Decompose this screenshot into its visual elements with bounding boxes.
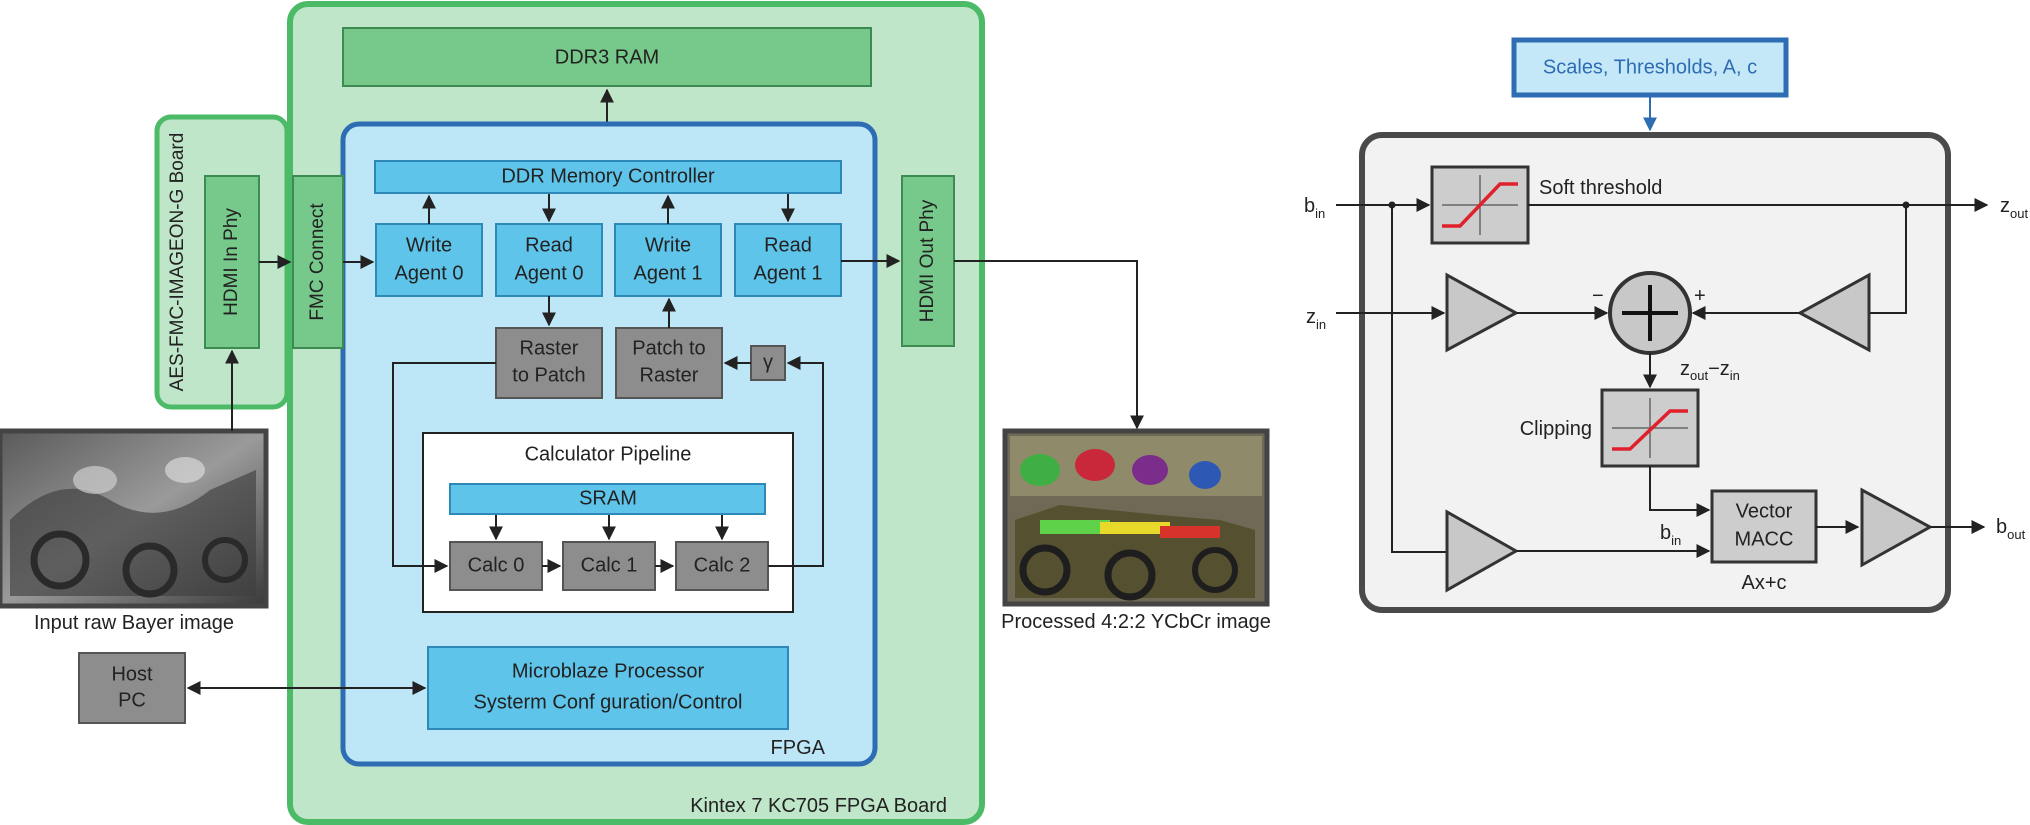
svg-text:Systerm Conf guration/Control: Systerm Conf guration/Control (473, 691, 742, 713)
vector-macc-block: Vector MACC (1710, 489, 1818, 564)
gain-zin (1445, 272, 1520, 353)
calc-2-block: Calc 2 (675, 541, 769, 591)
z-out-label: zout (2000, 195, 2028, 221)
agent-write-0: Write Agent 0 (375, 223, 483, 297)
svg-text:Read: Read (764, 234, 812, 256)
macc-bin-label: bin (1660, 522, 1681, 548)
hdmi-in-board-label: AES-FMC-IMAGEON-G Board (167, 133, 188, 392)
memory-controller-label: DDR Memory Controller (501, 165, 715, 187)
z-in-label: zin (1306, 306, 1326, 332)
svg-text:Host: Host (111, 663, 153, 685)
agent-read-1: Read Agent 1 (734, 223, 842, 297)
b-in-label: bin (1304, 195, 1325, 221)
calc-0-block: Calc 0 (449, 541, 543, 591)
clipping-label: Clipping (1520, 418, 1592, 440)
wire-bin-down (1391, 205, 1446, 553)
diff-label: zout−zin (1680, 358, 1740, 383)
gain-bin (1445, 509, 1520, 593)
arrow-hdmiout-image (954, 260, 1144, 430)
svg-text:Calc 0: Calc 0 (468, 554, 525, 576)
svg-text:Agent 0: Agent 0 (515, 262, 584, 284)
macc-expr: Ax+c (1741, 572, 1786, 594)
svg-text:Read: Read (525, 234, 573, 256)
sum-plus: + (1694, 285, 1706, 307)
hdmi-out-phy-label: HDMI Out Phy (917, 199, 938, 322)
loop-calc2-gamma (768, 356, 824, 567)
ddr3-ram-block (342, 27, 872, 87)
wire-clip-macc (1649, 466, 1711, 517)
fmc-connect-label: FMC Connect (307, 203, 328, 321)
svg-text:Vector: Vector (1736, 500, 1793, 522)
fmc-connect-block (292, 175, 344, 349)
fpga-label: FPGA (771, 737, 826, 759)
svg-text:Write: Write (645, 234, 691, 256)
svg-text:MACC: MACC (1735, 528, 1794, 550)
processed-image (1002, 428, 1270, 607)
summing-junction (1608, 271, 1692, 355)
svg-text:Calc 1: Calc 1 (581, 554, 638, 576)
output-caption: Processed 4:2:2 YCbCr image (1001, 611, 1271, 633)
svg-text:Patch to: Patch to (632, 337, 705, 359)
input-raw-image (0, 428, 269, 609)
agent-read-0: Read Agent 0 (495, 223, 603, 297)
gain-out (1860, 487, 1934, 568)
soft-threshold-label: Soft threshold (1539, 177, 1662, 199)
svg-text:Microblaze Processor: Microblaze Processor (512, 660, 705, 682)
agent-write-1: Write Agent 1 (614, 223, 722, 297)
svg-text:to Patch: to Patch (512, 364, 585, 386)
ddr-memory-controller (374, 160, 842, 194)
svg-text:Agent 1: Agent 1 (634, 262, 703, 284)
gamma-block: γ (750, 345, 786, 381)
svg-text:Agent 1: Agent 1 (754, 262, 823, 284)
soft-threshold-block (1430, 165, 1530, 245)
params-box (1511, 37, 1789, 98)
clipping-block (1600, 388, 1700, 468)
svg-text:Raster: Raster (520, 337, 579, 359)
svg-text:Write: Write (406, 234, 452, 256)
sram-block (449, 483, 766, 515)
hdmi-in-phy-block (204, 175, 260, 349)
sram-label: SRAM (579, 487, 637, 509)
b-out-label: bout (1996, 516, 2026, 542)
svg-text:PC: PC (118, 689, 146, 711)
host-pc-block: Host PC (78, 652, 186, 724)
sum-minus: − (1592, 285, 1604, 307)
calculator-pipeline-label: Calculator Pipeline (525, 443, 692, 465)
loop-r2p-calc0 (392, 362, 496, 573)
board-label: Kintex 7 KC705 FPGA Board (690, 795, 947, 817)
ddr3-ram-label: DDR3 RAM (555, 46, 659, 68)
svg-text:Raster: Raster (640, 364, 699, 386)
params-label: Scales, Thresholds, A, c (1543, 56, 1757, 78)
wire-zout-feedback (1869, 205, 1907, 314)
gain-feedback (1796, 272, 1871, 353)
calc-1-block: Calc 1 (562, 541, 656, 591)
svg-text:Agent 0: Agent 0 (395, 262, 464, 284)
input-caption: Input raw Bayer image (34, 612, 234, 634)
microblaze-block: Microblaze Processor Systerm Conf gurati… (427, 646, 789, 730)
hdmi-in-phy-label: HDMI In Phy (221, 208, 242, 316)
raster-to-patch-block: Raster to Patch (495, 327, 603, 399)
svg-text:Calc 2: Calc 2 (694, 554, 751, 576)
patch-to-raster-block: Patch to Raster (615, 327, 723, 399)
svg-text:γ: γ (763, 351, 773, 373)
